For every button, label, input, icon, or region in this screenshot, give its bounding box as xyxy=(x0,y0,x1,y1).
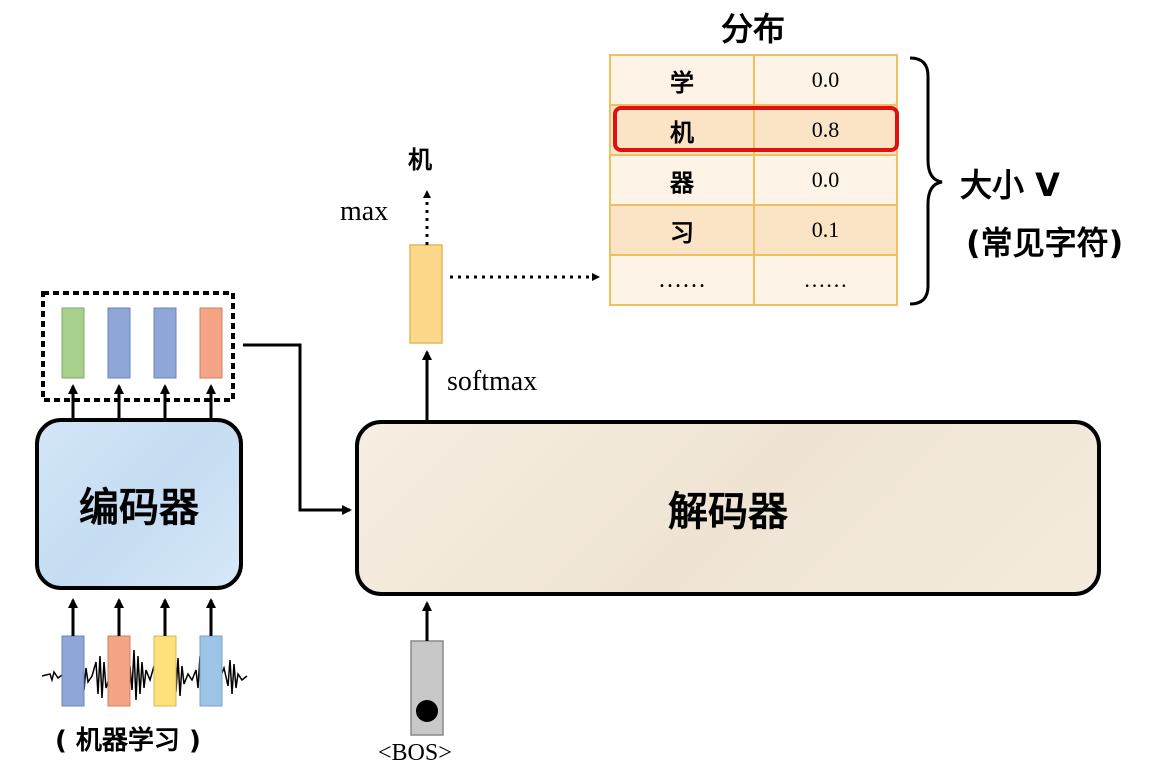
distribution-prob: 0.8 xyxy=(753,104,898,156)
vocab-size-label: 大小 V xyxy=(960,166,1060,204)
softmax-output-vector xyxy=(409,244,443,344)
distribution-char: 习 xyxy=(609,204,755,256)
decoder-label: 解码器 xyxy=(668,489,788,535)
input-vector-4 xyxy=(199,635,223,707)
vocab-size-sublabel: (常见字符) xyxy=(966,224,1124,262)
distribution-prob: …… xyxy=(753,254,898,306)
softmax-label: softmax xyxy=(447,366,538,397)
distribution-char: 机 xyxy=(609,104,755,156)
encoder-output-vector-2 xyxy=(107,307,131,379)
encoder-output-group xyxy=(41,291,235,402)
distribution-char: 学 xyxy=(609,54,755,106)
table-row: …… …… xyxy=(609,254,898,306)
input-vector-1 xyxy=(61,635,85,707)
encoder-output-vector-1 xyxy=(61,307,85,379)
distribution-title: 分布 xyxy=(720,10,785,48)
table-row: 习 0.1 xyxy=(609,204,898,256)
bos-label: <BOS> xyxy=(378,740,452,766)
encoder-to-decoder-arrow xyxy=(243,343,352,515)
encoder-output-arrows xyxy=(68,384,216,418)
output-token: 机 xyxy=(408,146,432,174)
max-label: max xyxy=(340,196,389,227)
input-vector-3 xyxy=(153,635,177,707)
distribution-prob: 0.0 xyxy=(753,54,898,106)
max-row-highlight xyxy=(613,106,899,152)
distribution-char: …… xyxy=(609,254,755,306)
encoder-output-vector-3 xyxy=(153,307,177,379)
encoder-block: 编码器 xyxy=(35,418,243,590)
input-arrows xyxy=(68,598,216,636)
encoder-output-vector-4 xyxy=(199,307,223,379)
decoder-block: 解码器 xyxy=(355,420,1101,596)
table-row: 机 0.8 xyxy=(609,104,898,156)
vocab-brace-icon xyxy=(909,56,943,306)
distribution-prob: 0.0 xyxy=(753,154,898,206)
distribution-char: 器 xyxy=(609,154,755,206)
bos-vector xyxy=(410,640,444,736)
bos-dot-icon xyxy=(416,700,438,722)
table-row: 学 0.0 xyxy=(609,54,898,106)
encoder-label: 编码器 xyxy=(79,485,199,531)
table-row: 器 0.0 xyxy=(609,154,898,206)
input-vector-2 xyxy=(107,635,131,707)
distribution-table: 学 0.0 机 0.8 器 0.0 习 0.1 …… …… xyxy=(609,54,898,306)
input-caption: ( 机器学习 ) xyxy=(55,726,201,756)
distribution-prob: 0.1 xyxy=(753,204,898,256)
